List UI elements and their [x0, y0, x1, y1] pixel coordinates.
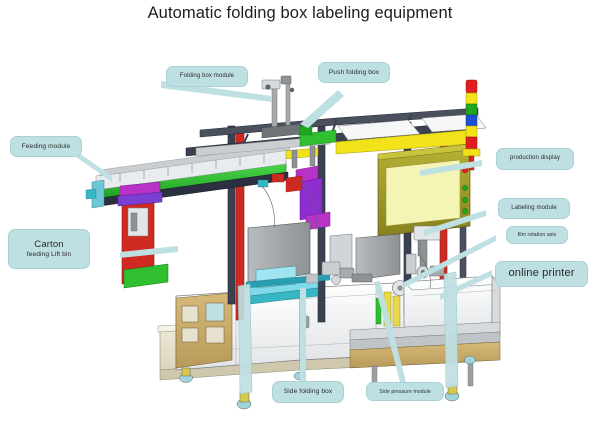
leader-labeling-module: [424, 210, 486, 236]
equipment-illustration: Folding box module Push folding box Feed…: [0, 30, 600, 422]
folding-head-mechanism: [261, 75, 301, 139]
callout-leaders: [76, 81, 496, 382]
side-folding-mechanism: [305, 261, 373, 285]
leader-push-folding-box: [300, 90, 344, 128]
callout-production-display[interactable]: production display: [496, 148, 574, 170]
casters-and-feet: [179, 355, 476, 410]
secondary-rail: [195, 125, 337, 157]
leader-side-folding-box: [300, 288, 306, 382]
callout-carton-feeding-lift-bin[interactable]: Carton feeding Lift bin: [8, 229, 90, 269]
callout-push-folding-box[interactable]: Push folding box: [318, 62, 390, 83]
leader-carton-feeding: [120, 246, 178, 258]
callout-online-printer[interactable]: online printer: [495, 261, 588, 287]
leader-online-printer: [440, 270, 492, 300]
callout-feeding-module[interactable]: Feeding module: [10, 136, 82, 157]
callout-labeling-module[interactable]: Labeling module: [498, 198, 570, 219]
callout-side-pressure-module[interactable]: Side pressure module: [366, 382, 444, 401]
page-title: Automatic folding box labeling equipment: [147, 4, 453, 22]
electrical-cabinet: [175, 292, 233, 369]
leader-film-rotation-axis: [404, 235, 496, 288]
leader-production-display: [420, 160, 482, 176]
callout-film-rotation-axis[interactable]: film rotation axis: [506, 226, 568, 244]
leader-side-pressure-module: [374, 281, 406, 382]
foreground-support-legs: [237, 271, 459, 395]
leader-feeding-module: [76, 151, 112, 182]
machine-drawing: [76, 75, 501, 410]
callout-side-folding-box[interactable]: Side folding box: [272, 381, 344, 403]
lift-column-assembly: [117, 181, 169, 289]
pneumatic-actuator-cluster: [257, 145, 331, 231]
callout-folding-box-module[interactable]: Folding box module: [166, 66, 248, 87]
